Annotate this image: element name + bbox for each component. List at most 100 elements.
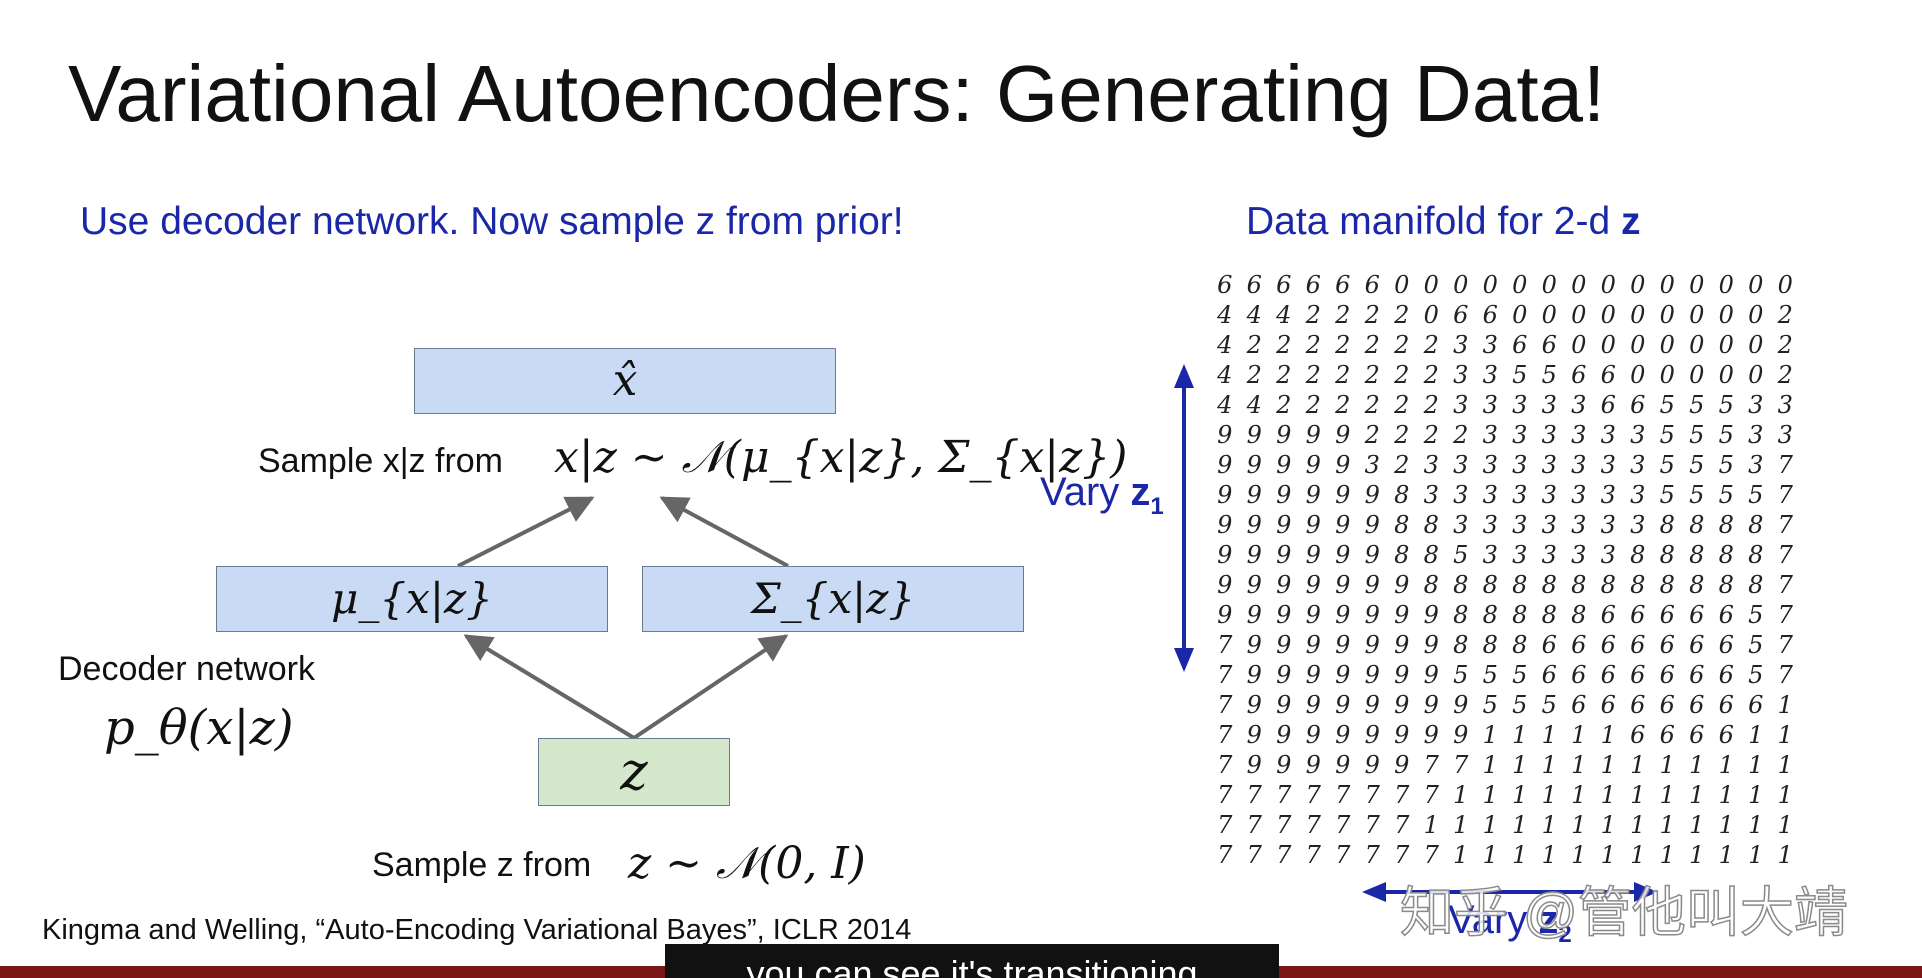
- manifold-digit: 9: [1217, 421, 1233, 449]
- manifold-digit: 1: [1777, 781, 1793, 809]
- manifold-digit: 5: [1689, 391, 1705, 419]
- manifold-digit: 7: [1423, 781, 1439, 809]
- manifold-digit: 5: [1659, 481, 1675, 509]
- manifold-digit: 9: [1453, 691, 1469, 719]
- xhat-label: x̂: [612, 355, 638, 406]
- manifold-digit: 6: [1276, 271, 1292, 299]
- vary-z2-sub: 2: [1558, 921, 1572, 948]
- manifold-digit: 2: [1335, 361, 1351, 389]
- sigma-to-x-arrow: [659, 496, 789, 568]
- manifold-digit: 0: [1718, 331, 1734, 359]
- manifold-digit: 3: [1453, 391, 1469, 419]
- manifold-digit: 1: [1777, 811, 1793, 839]
- manifold-digit: 7: [1335, 841, 1351, 869]
- manifold-digit: 1: [1482, 721, 1498, 749]
- manifold-digit: 9: [1453, 721, 1469, 749]
- manifold-digit: 7: [1217, 781, 1233, 809]
- manifold-digit: 0: [1659, 361, 1675, 389]
- manifold-digit: 2: [1777, 331, 1793, 359]
- manifold-digit: 5: [1689, 451, 1705, 479]
- manifold-digit: 0: [1482, 271, 1498, 299]
- manifold-digit: 6: [1571, 661, 1587, 689]
- manifold-digit: 0: [1541, 271, 1557, 299]
- manifold-digit: 7: [1305, 841, 1321, 869]
- manifold-digit: 5: [1718, 451, 1734, 479]
- manifold-digit: 7: [1276, 841, 1292, 869]
- manifold-digit: 7: [1217, 841, 1233, 869]
- mu-box: μ_{x|z}: [216, 566, 608, 632]
- manifold-digit: 8: [1512, 601, 1528, 629]
- manifold-digit: 6: [1630, 391, 1646, 419]
- manifold-digit: 6: [1718, 631, 1734, 659]
- manifold-digit: 1: [1777, 841, 1793, 869]
- manifold-digit: 1: [1748, 811, 1764, 839]
- manifold-digit: 3: [1630, 481, 1646, 509]
- manifold-digit: 9: [1305, 421, 1321, 449]
- manifold-digit: 9: [1335, 691, 1351, 719]
- z-label: z: [620, 742, 648, 802]
- manifold-digit: 0: [1394, 271, 1410, 299]
- manifold-digit: 9: [1364, 691, 1380, 719]
- manifold-digit: 9: [1276, 721, 1292, 749]
- manifold-digit: 9: [1217, 481, 1233, 509]
- manifold-digit: 9: [1335, 511, 1351, 539]
- manifold-digit: 8: [1748, 571, 1764, 599]
- manifold-digit: 9: [1246, 421, 1262, 449]
- manifold-digit: 7: [1335, 811, 1351, 839]
- manifold-digit: 1: [1512, 811, 1528, 839]
- manifold-digit: 6: [1689, 691, 1705, 719]
- manifold-digit: 6: [1512, 331, 1528, 359]
- decoder-formula: p_θ(x|z): [104, 700, 294, 756]
- manifold-digit: 6: [1571, 691, 1587, 719]
- manifold-digit: 5: [1748, 481, 1764, 509]
- manifold-digit: 1: [1689, 841, 1705, 869]
- manifold-digit: 1: [1689, 751, 1705, 779]
- manifold-digit: 9: [1335, 601, 1351, 629]
- manifold-digit: 6: [1600, 391, 1616, 419]
- manifold-digit: 3: [1453, 481, 1469, 509]
- manifold-digit: 3: [1482, 421, 1498, 449]
- manifold-digit: 0: [1453, 271, 1469, 299]
- manifold-digit: 7: [1335, 781, 1351, 809]
- manifold-digit: 8: [1423, 541, 1439, 569]
- manifold-digit: 6: [1659, 631, 1675, 659]
- manifold-digit: 4: [1217, 391, 1233, 419]
- manifold-digit: 4: [1217, 361, 1233, 389]
- manifold-digit: 9: [1246, 631, 1262, 659]
- manifold-digit: 3: [1600, 481, 1616, 509]
- citation: Kingma and Welling, “Auto-Encoding Varia…: [42, 914, 912, 946]
- manifold-digit: 7: [1276, 781, 1292, 809]
- manifold-digit: 3: [1482, 361, 1498, 389]
- manifold-digit: 1: [1453, 841, 1469, 869]
- manifold-digit: 0: [1630, 271, 1646, 299]
- manifold-digit: 9: [1246, 751, 1262, 779]
- vary-z2-text: Vary: [1448, 898, 1528, 942]
- manifold-digit: 1: [1571, 811, 1587, 839]
- manifold-digit: 8: [1423, 571, 1439, 599]
- manifold-digit: 0: [1748, 301, 1764, 329]
- vary-z1-var: z: [1130, 470, 1151, 514]
- sigma-label: Σ_{x|z}: [750, 574, 916, 623]
- manifold-digit: 0: [1718, 271, 1734, 299]
- manifold-digit: 3: [1482, 481, 1498, 509]
- manifold-digit: 3: [1541, 421, 1557, 449]
- manifold-digit: 6: [1630, 631, 1646, 659]
- manifold-digit: 5: [1718, 481, 1734, 509]
- manifold-digit: 8: [1512, 631, 1528, 659]
- manifold-digit: 0: [1600, 301, 1616, 329]
- manifold-digit: 8: [1689, 511, 1705, 539]
- manifold-digit: 2: [1777, 301, 1793, 329]
- manifold-digit: 3: [1630, 451, 1646, 479]
- manifold-digit: 3: [1600, 511, 1616, 539]
- manifold-digit: 8: [1718, 541, 1734, 569]
- manifold-digit: 7: [1217, 721, 1233, 749]
- manifold-digit: 6: [1689, 721, 1705, 749]
- manifold-digit: 7: [1777, 481, 1793, 509]
- manifold-digit: 5: [1512, 361, 1528, 389]
- manifold-digit: 6: [1718, 601, 1734, 629]
- manifold-digit: 8: [1659, 541, 1675, 569]
- manifold-digit: 1: [1748, 781, 1764, 809]
- manifold-digit: 9: [1276, 601, 1292, 629]
- manifold-digit: 0: [1718, 301, 1734, 329]
